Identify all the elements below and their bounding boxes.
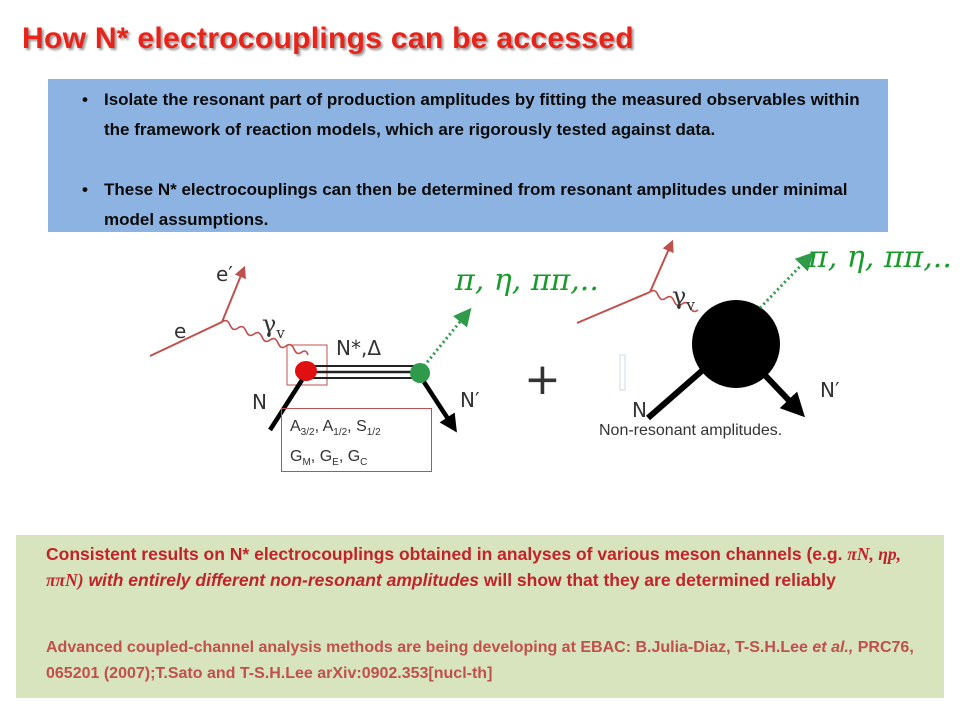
- bullet-dot-icon: •: [82, 90, 88, 109]
- electro-vertex-red: [295, 361, 317, 381]
- meson-channels: πN, ηp, ππN): [46, 544, 901, 590]
- nucleon-in-label: N: [632, 398, 647, 422]
- nucleon-out-label: N′: [460, 388, 480, 412]
- electrocoupling-amplitudes-box: A3/2, A1/2, S1/2 GM, GE, GC: [281, 408, 432, 472]
- bullet-item: • Isolate the resonant part of productio…: [82, 85, 874, 145]
- meson-products-label: π, η, ππ,..: [808, 240, 952, 275]
- electron-out-label: e′: [216, 262, 233, 286]
- resonance-label: N*,Δ: [336, 336, 381, 360]
- non-resonant-blob: [692, 300, 780, 388]
- helicity-amplitudes: A3/2, A1/2, S1/2: [290, 418, 381, 439]
- artifact-mark: [619, 354, 626, 391]
- nucleon-in-line: [268, 378, 304, 432]
- conclusion-text: Consistent results on N* electrocoupling…: [46, 544, 901, 590]
- bullet-dot-icon: •: [82, 180, 88, 199]
- page-title: How N* electrocouplings can be accessed: [22, 22, 634, 55]
- decay-vertex-green: [410, 363, 430, 383]
- method-summary-box: • Isolate the resonant part of productio…: [48, 79, 888, 232]
- virtual-photon-line: [649, 289, 699, 313]
- electron-out-line: [649, 239, 674, 293]
- bullet-text: These N* electrocouplings can then be de…: [104, 180, 848, 229]
- electron-in-line: [149, 321, 223, 357]
- nucleon-out-line: [422, 380, 457, 433]
- meson-products-label: π, η, ππ,..: [455, 263, 599, 298]
- plus-sign: +: [524, 354, 561, 405]
- meson-out-line: [422, 307, 472, 367]
- nucleon-out-line: [757, 367, 805, 418]
- electron-in-line: [576, 291, 651, 324]
- meson-out-line: [758, 252, 814, 310]
- electron-out-line: [221, 265, 246, 323]
- nucleon-out-label: N′: [820, 378, 840, 402]
- nucleon-in-label: N: [252, 390, 267, 414]
- photon-label: γv: [262, 310, 285, 342]
- electron-in-label: e: [174, 319, 187, 343]
- conclusion-box: Consistent results on N* electrocoupling…: [16, 535, 944, 698]
- nucleon-in-line: [646, 359, 714, 421]
- non-resonant-caption: Non-resonant amplitudes.: [599, 422, 783, 439]
- virtual-photon-line: [221, 319, 309, 356]
- form-factors: GM, GE, GC: [290, 448, 368, 469]
- reference-text: Advanced coupled-channel analysis method…: [46, 639, 914, 682]
- photon-label: γv: [672, 282, 695, 314]
- bullet-item: • These N* electrocouplings can then be …: [82, 175, 874, 235]
- bullet-text: Isolate the resonant part of production …: [104, 90, 860, 139]
